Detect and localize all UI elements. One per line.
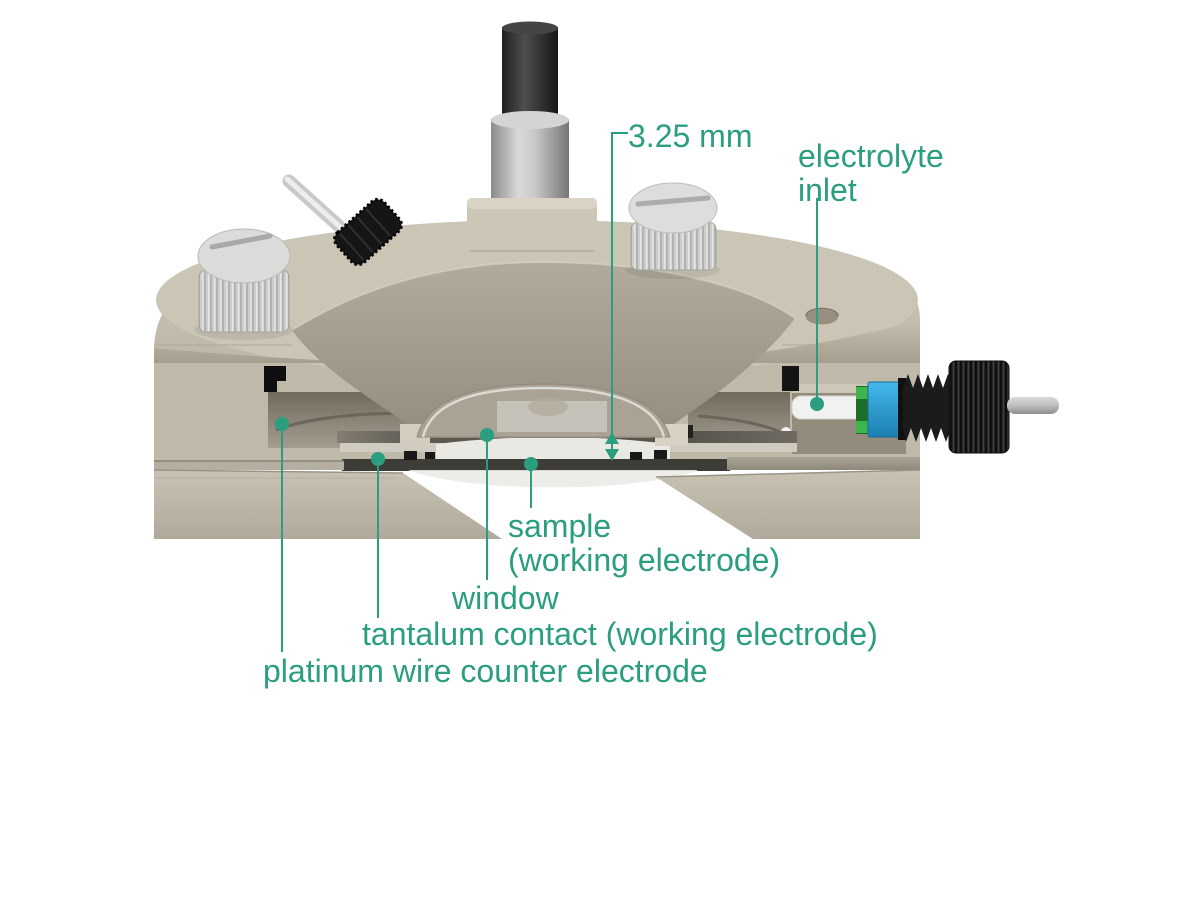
cell-base bbox=[153, 469, 921, 539]
leader-markers bbox=[275, 397, 824, 471]
label-electrolyte-inlet: electrolyte inlet bbox=[798, 139, 944, 207]
label-platinum-wire: platinum wire counter electrode bbox=[263, 653, 708, 689]
left-thumbscrew bbox=[197, 228, 291, 333]
base-plate-left bbox=[154, 461, 344, 470]
cell-lid bbox=[154, 220, 920, 446]
dimension-arrow-up bbox=[605, 432, 619, 444]
threaded-fitting bbox=[903, 374, 951, 442]
label-electrolyte-inlet-line2: inlet bbox=[798, 172, 857, 208]
reference-port-nut bbox=[333, 197, 403, 267]
ferrule-green bbox=[856, 387, 869, 399]
leader-dot-sample bbox=[524, 457, 538, 471]
label-sample-line1: sample bbox=[508, 508, 612, 544]
dimension-arrow-down bbox=[605, 449, 619, 461]
label-electrolyte-inlet-line1: electrolyte bbox=[798, 138, 944, 174]
label-window: window bbox=[452, 580, 559, 616]
electrode-shaft bbox=[502, 27, 558, 127]
lid-bolt-hole bbox=[806, 309, 838, 325]
leader-dimension bbox=[611, 132, 628, 434]
fitting-nut bbox=[948, 360, 1010, 454]
leader-dot-window bbox=[480, 428, 494, 442]
lid-funnel-recess bbox=[292, 262, 795, 438]
label-sample-line2: (working electrode) bbox=[508, 542, 781, 578]
leader-lines bbox=[281, 132, 818, 652]
leader-dot-inlet bbox=[810, 397, 824, 411]
label-dimension: 3.25 mm bbox=[628, 118, 753, 154]
top-hardware bbox=[194, 21, 720, 340]
base-block-right bbox=[656, 470, 920, 539]
label-tantalum-contact: tantalum contact (working electrode) bbox=[362, 616, 878, 652]
electrode-pedestal bbox=[467, 198, 597, 252]
fitting-body-blue bbox=[867, 381, 902, 438]
outlet-tubing bbox=[1007, 397, 1059, 414]
electrode-barrel bbox=[491, 119, 569, 212]
label-sample: sample (working electrode) bbox=[508, 509, 780, 577]
seal-right bbox=[782, 366, 799, 391]
base-block-left bbox=[154, 470, 502, 539]
leader-dot-platinum bbox=[275, 417, 289, 431]
electrolyte-inlet-fitting bbox=[791, 360, 1059, 454]
leader-dot-tantalum bbox=[371, 452, 385, 466]
seal-left bbox=[264, 366, 286, 392]
ptfe-tube bbox=[791, 395, 865, 420]
right-thumbscrew bbox=[628, 182, 718, 271]
